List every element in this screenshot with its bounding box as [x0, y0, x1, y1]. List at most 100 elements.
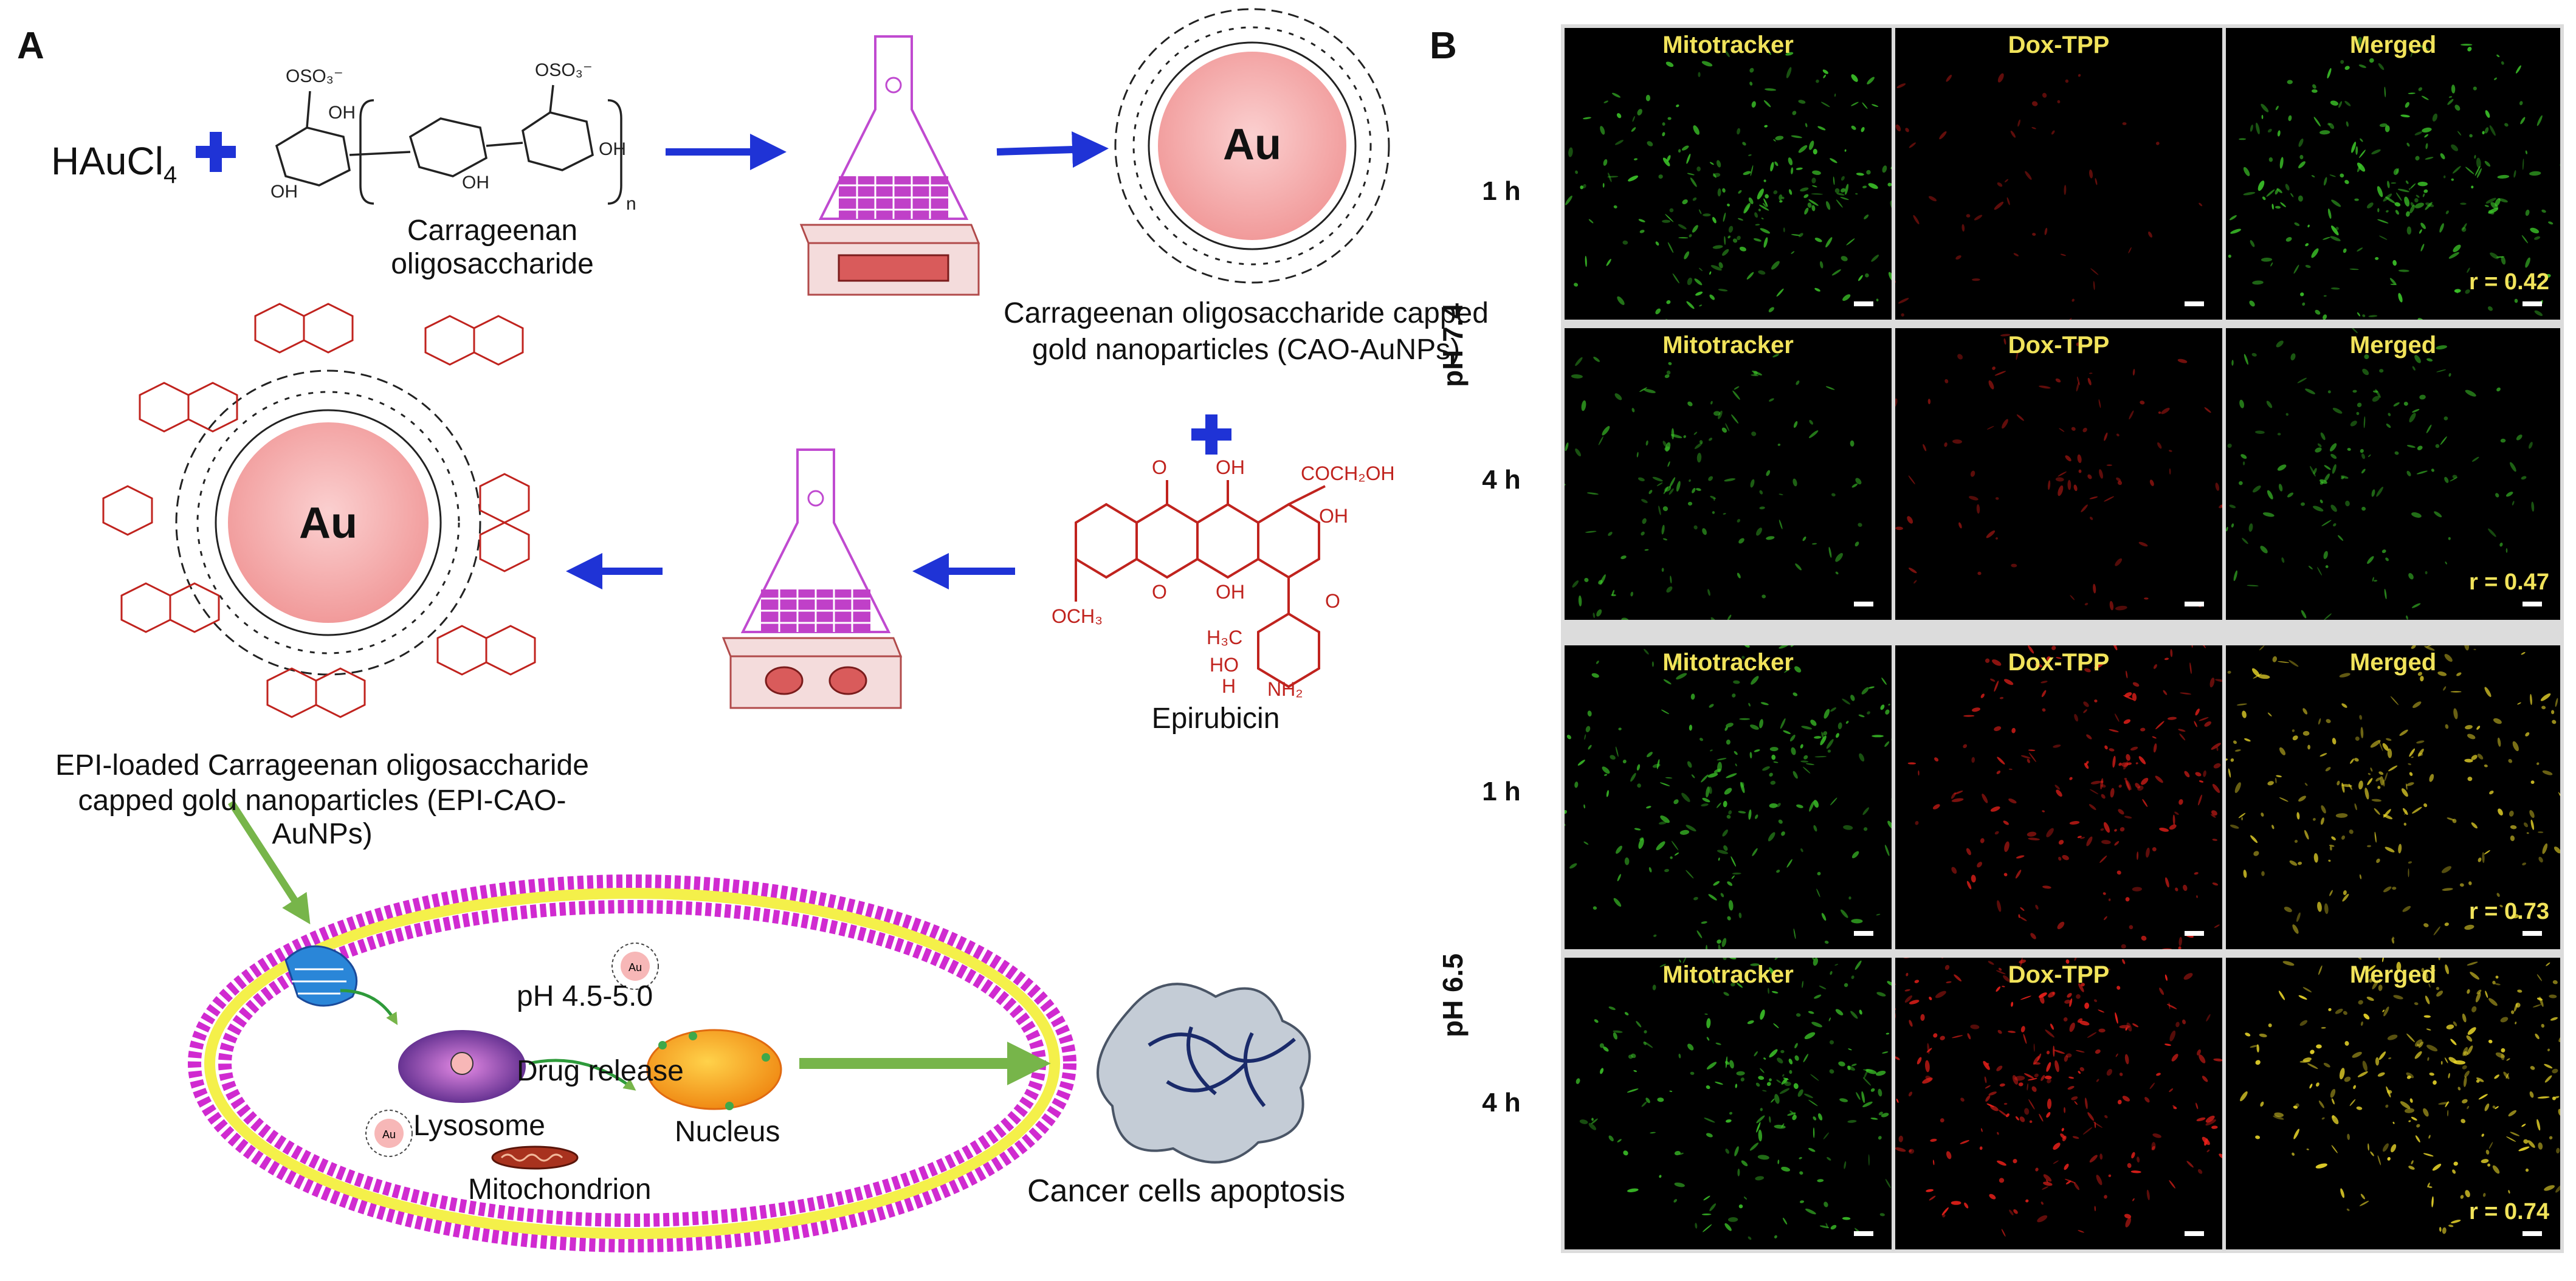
fluorescence-speck: [2476, 168, 2482, 178]
scale-bar: [1854, 931, 1873, 936]
fluorescence-speck: [2467, 1105, 2470, 1110]
fluorescence-speck: [2213, 1058, 2222, 1062]
fluorescence-speck: [1613, 205, 1617, 208]
fluorescence-speck: [1747, 1020, 1754, 1025]
fluorescence-speck: [2447, 98, 2454, 105]
fluorescence-speck: [1613, 1030, 1623, 1033]
lysosome-label: Lysosome: [413, 1110, 545, 1142]
fluorescence-speck: [2384, 86, 2386, 98]
fluorescence-speck: [1994, 681, 1999, 692]
fluorescence-speck: [1631, 408, 1635, 413]
fluorescence-speck: [1728, 900, 1734, 911]
fluorescence-speck: [2063, 1017, 2068, 1022]
fluorescence-speck: [2374, 831, 2377, 843]
fluorescence-speck: [2070, 595, 2075, 600]
fluorescence-speck: [1702, 1224, 1712, 1232]
fluorescence-speck: [1895, 1012, 1896, 1019]
fluorescence-speck: [1830, 158, 1837, 163]
fluorescence-speck: [1841, 256, 1848, 261]
fluorescence-speck: [1835, 1009, 1844, 1015]
fluorescence-speck: [2530, 819, 2535, 830]
fluorescence-speck: [1988, 961, 1994, 965]
fluorescence-speck: [1661, 568, 1664, 572]
fluorescence-speck: [1738, 811, 1746, 814]
fluorescence-speck: [1766, 470, 1771, 476]
fluorescence-speck: [1768, 307, 1774, 312]
fluorescence-speck: [2362, 314, 2366, 317]
fluorescence-speck: [1756, 527, 1762, 536]
fluorescence-speck: [2035, 663, 2042, 668]
fluorescence-speck: [2510, 462, 2516, 472]
reagent-formula: HAuCl4: [51, 139, 177, 189]
panel-a-letter: A: [17, 25, 44, 67]
fluorescence-speck: [2236, 703, 2247, 706]
fluorescence-speck: [2352, 390, 2357, 393]
fluorescence-speck: [1896, 83, 1906, 89]
fluorescence-speck: [1696, 453, 1702, 463]
fluorescence-speck: [2086, 836, 2093, 847]
tile-r4-dox-title: Dox-TPP: [2008, 961, 2110, 988]
fluorescence-speck: [2417, 749, 2424, 757]
fluorescence-speck: [1913, 215, 1920, 225]
fluorescence-speck: [1920, 1014, 1925, 1021]
fluorescence-speck: [1583, 804, 1585, 809]
fluorescence-speck: [2444, 922, 2449, 926]
fluorescence-speck: [2024, 1108, 2030, 1115]
fluorescence-speck: [2247, 585, 2259, 586]
fluorescence-speck: [2161, 408, 2170, 414]
fluorescence-speck: [2377, 786, 2381, 789]
fluorescence-speck: [1645, 95, 1650, 101]
fluorescence-speck: [2287, 492, 2293, 498]
fluorescence-speck: [2360, 1193, 2366, 1200]
fluorescence-speck: [1994, 726, 2002, 732]
fluorescence-speck: [1661, 709, 1670, 715]
fluorescence-speck: [1701, 774, 1709, 783]
fluorescence-speck: [1918, 770, 1920, 776]
fluorescence-speck: [2519, 101, 2523, 106]
epi-group-8: H₃C: [1207, 627, 1242, 648]
fluorescence-speck: [2417, 44, 2429, 50]
fluorescence-speck: [1574, 283, 1579, 287]
fluorescence-speck: [2231, 523, 2234, 528]
fluorescence-speck: [1796, 167, 1803, 170]
panel-b-letter: B: [1430, 25, 1457, 67]
fluorescence-speck: [2530, 227, 2540, 233]
fluorescence-speck: [2115, 558, 2123, 566]
fluorescence-speck: [2117, 1099, 2122, 1105]
fluorescence-speck: [2308, 566, 2313, 569]
fluorescence-speck: [1653, 934, 1657, 937]
fluorescence-speck: [2494, 1074, 2499, 1079]
fluorescence-speck: [1891, 731, 1892, 741]
epi-gold-core: [228, 422, 429, 623]
fluorescence-speck: [1737, 1169, 1740, 1176]
fluorescence-speck: [2281, 557, 2285, 563]
fluorescence-speck: [2423, 970, 2428, 979]
fluorescence-speck: [1726, 773, 1737, 778]
fluorescence-speck: [1755, 1082, 1760, 1087]
fluorescence-speck: [1831, 269, 1841, 276]
fluorescence-speck: [2137, 1156, 2140, 1163]
fluorescence-speck: [2412, 409, 2420, 413]
fluorescence-speck: [1722, 249, 1729, 256]
fluorescence-speck: [1895, 280, 1896, 284]
fluorescence-speck: [2440, 1060, 2443, 1065]
fluorescence-speck: [2040, 1075, 2045, 1081]
fluorescence-speck: [2318, 718, 2321, 725]
fluorescence-speck: [1764, 125, 1768, 128]
fluorescence-speck: [1656, 841, 1665, 851]
fluorescence-speck: [2301, 502, 2305, 506]
fluorescence-speck: [2195, 1102, 2199, 1110]
fluorescence-speck: [2414, 131, 2422, 136]
fluorescence-speck: [1813, 958, 1819, 966]
fluorescence-speck: [2110, 788, 2115, 798]
fluorescence-speck: [1966, 881, 1972, 890]
fluorescence-speck: [2361, 469, 2366, 474]
fluorescence-speck: [2293, 1128, 2299, 1139]
fluorescence-speck: [2040, 1201, 2044, 1205]
fluorescence-speck: [1706, 1037, 1710, 1041]
fluorescence-speck: [2423, 1015, 2431, 1018]
fluorescence-speck: [1662, 157, 1670, 167]
fluorescence-speck: [1986, 425, 1994, 430]
fluorescence-speck: [1686, 825, 1696, 832]
fluorescence-speck: [1748, 154, 1752, 156]
